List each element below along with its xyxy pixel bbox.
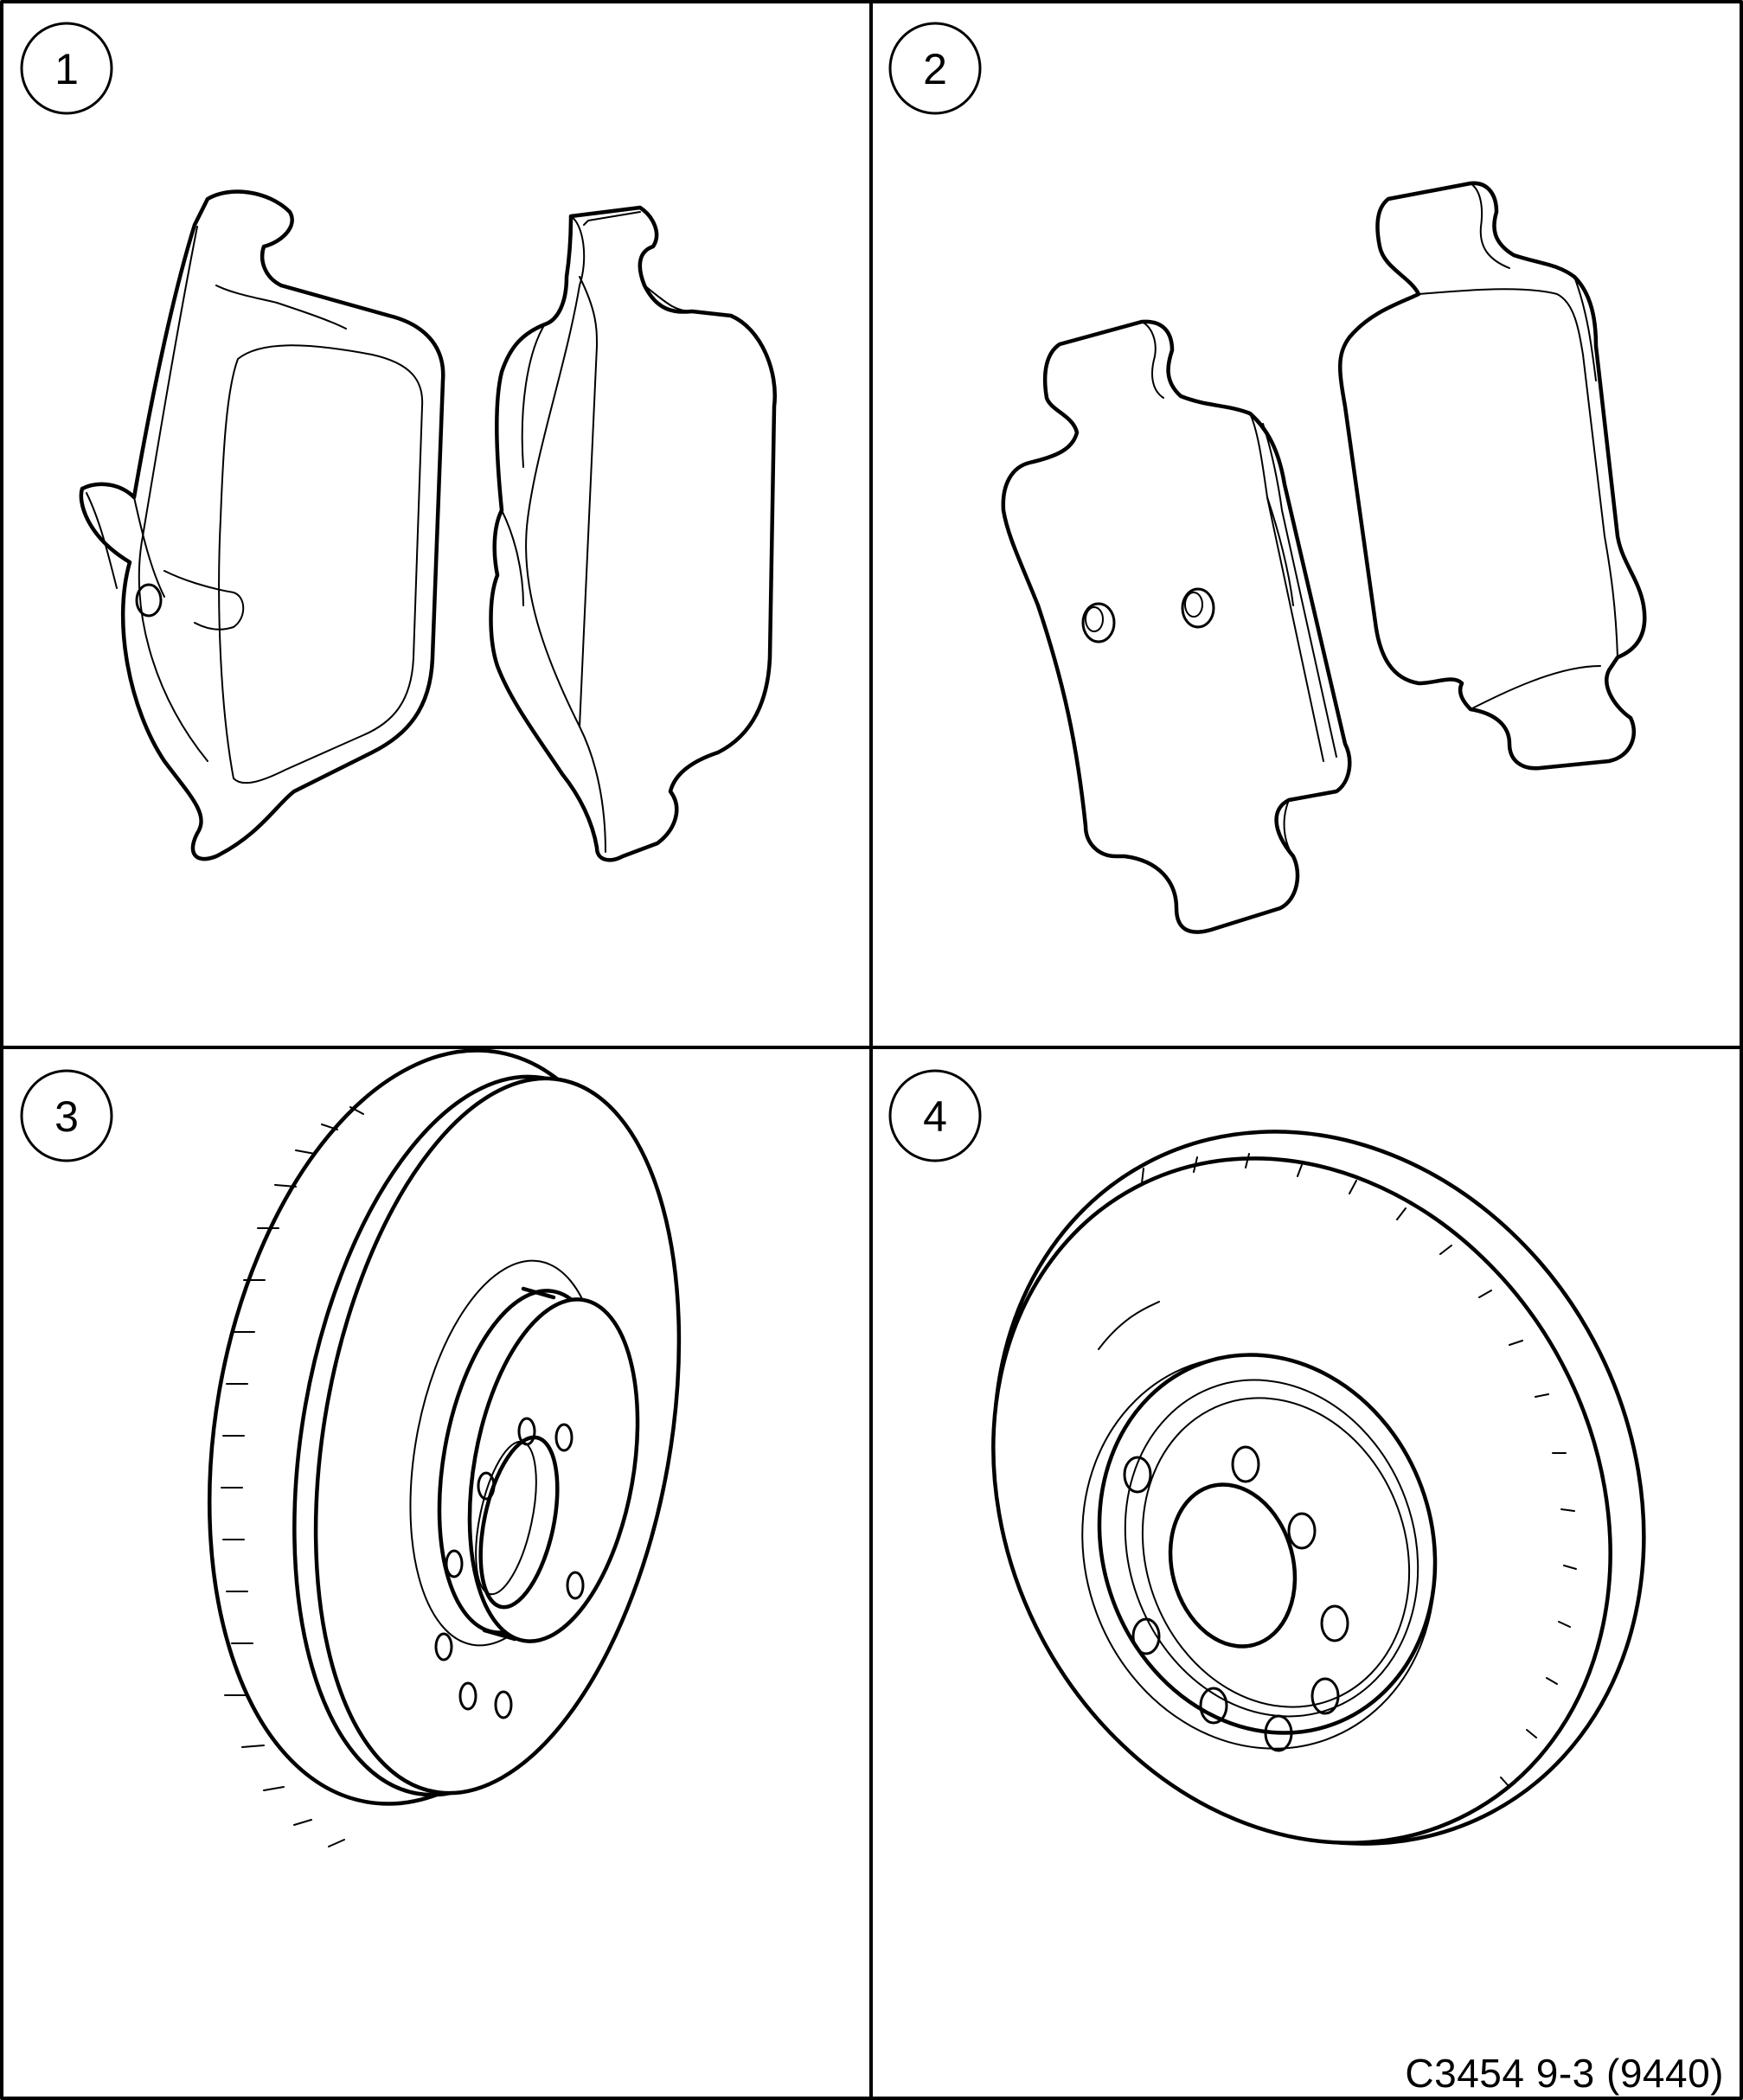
callout-4: 4: [888, 1069, 982, 1162]
front-disc-bolt-holes: [434, 1417, 585, 1719]
rear-disc-vents: [1141, 1153, 1577, 1788]
callout-1-label: 1: [54, 45, 79, 93]
rear-disc: [991, 1130, 1646, 1846]
front-disc: [207, 1048, 682, 1847]
callout-4-label: 4: [923, 1092, 947, 1141]
rear-pad-left: [1001, 319, 1352, 934]
callout-1: 1: [20, 22, 113, 115]
callout-2: 2: [888, 22, 982, 115]
callout-2-label: 2: [923, 45, 947, 93]
panel-2: 2: [888, 22, 1647, 934]
callout-3-label: 3: [54, 1092, 79, 1141]
rear-disc-bolt-holes: [1123, 1445, 1349, 1752]
panel-4: 4: [888, 1069, 1646, 1846]
front-pad-left: [79, 189, 445, 861]
callout-3: 3: [20, 1069, 113, 1162]
rear-pad-right: [1338, 181, 1647, 771]
front-pad-right: [489, 205, 777, 862]
reference-code: C3454 9-3 (9440): [1405, 2051, 1724, 2096]
front-disc-vents: [221, 1106, 364, 1847]
panel-3: 3: [20, 1048, 682, 1847]
panel-1: 1: [20, 22, 777, 862]
